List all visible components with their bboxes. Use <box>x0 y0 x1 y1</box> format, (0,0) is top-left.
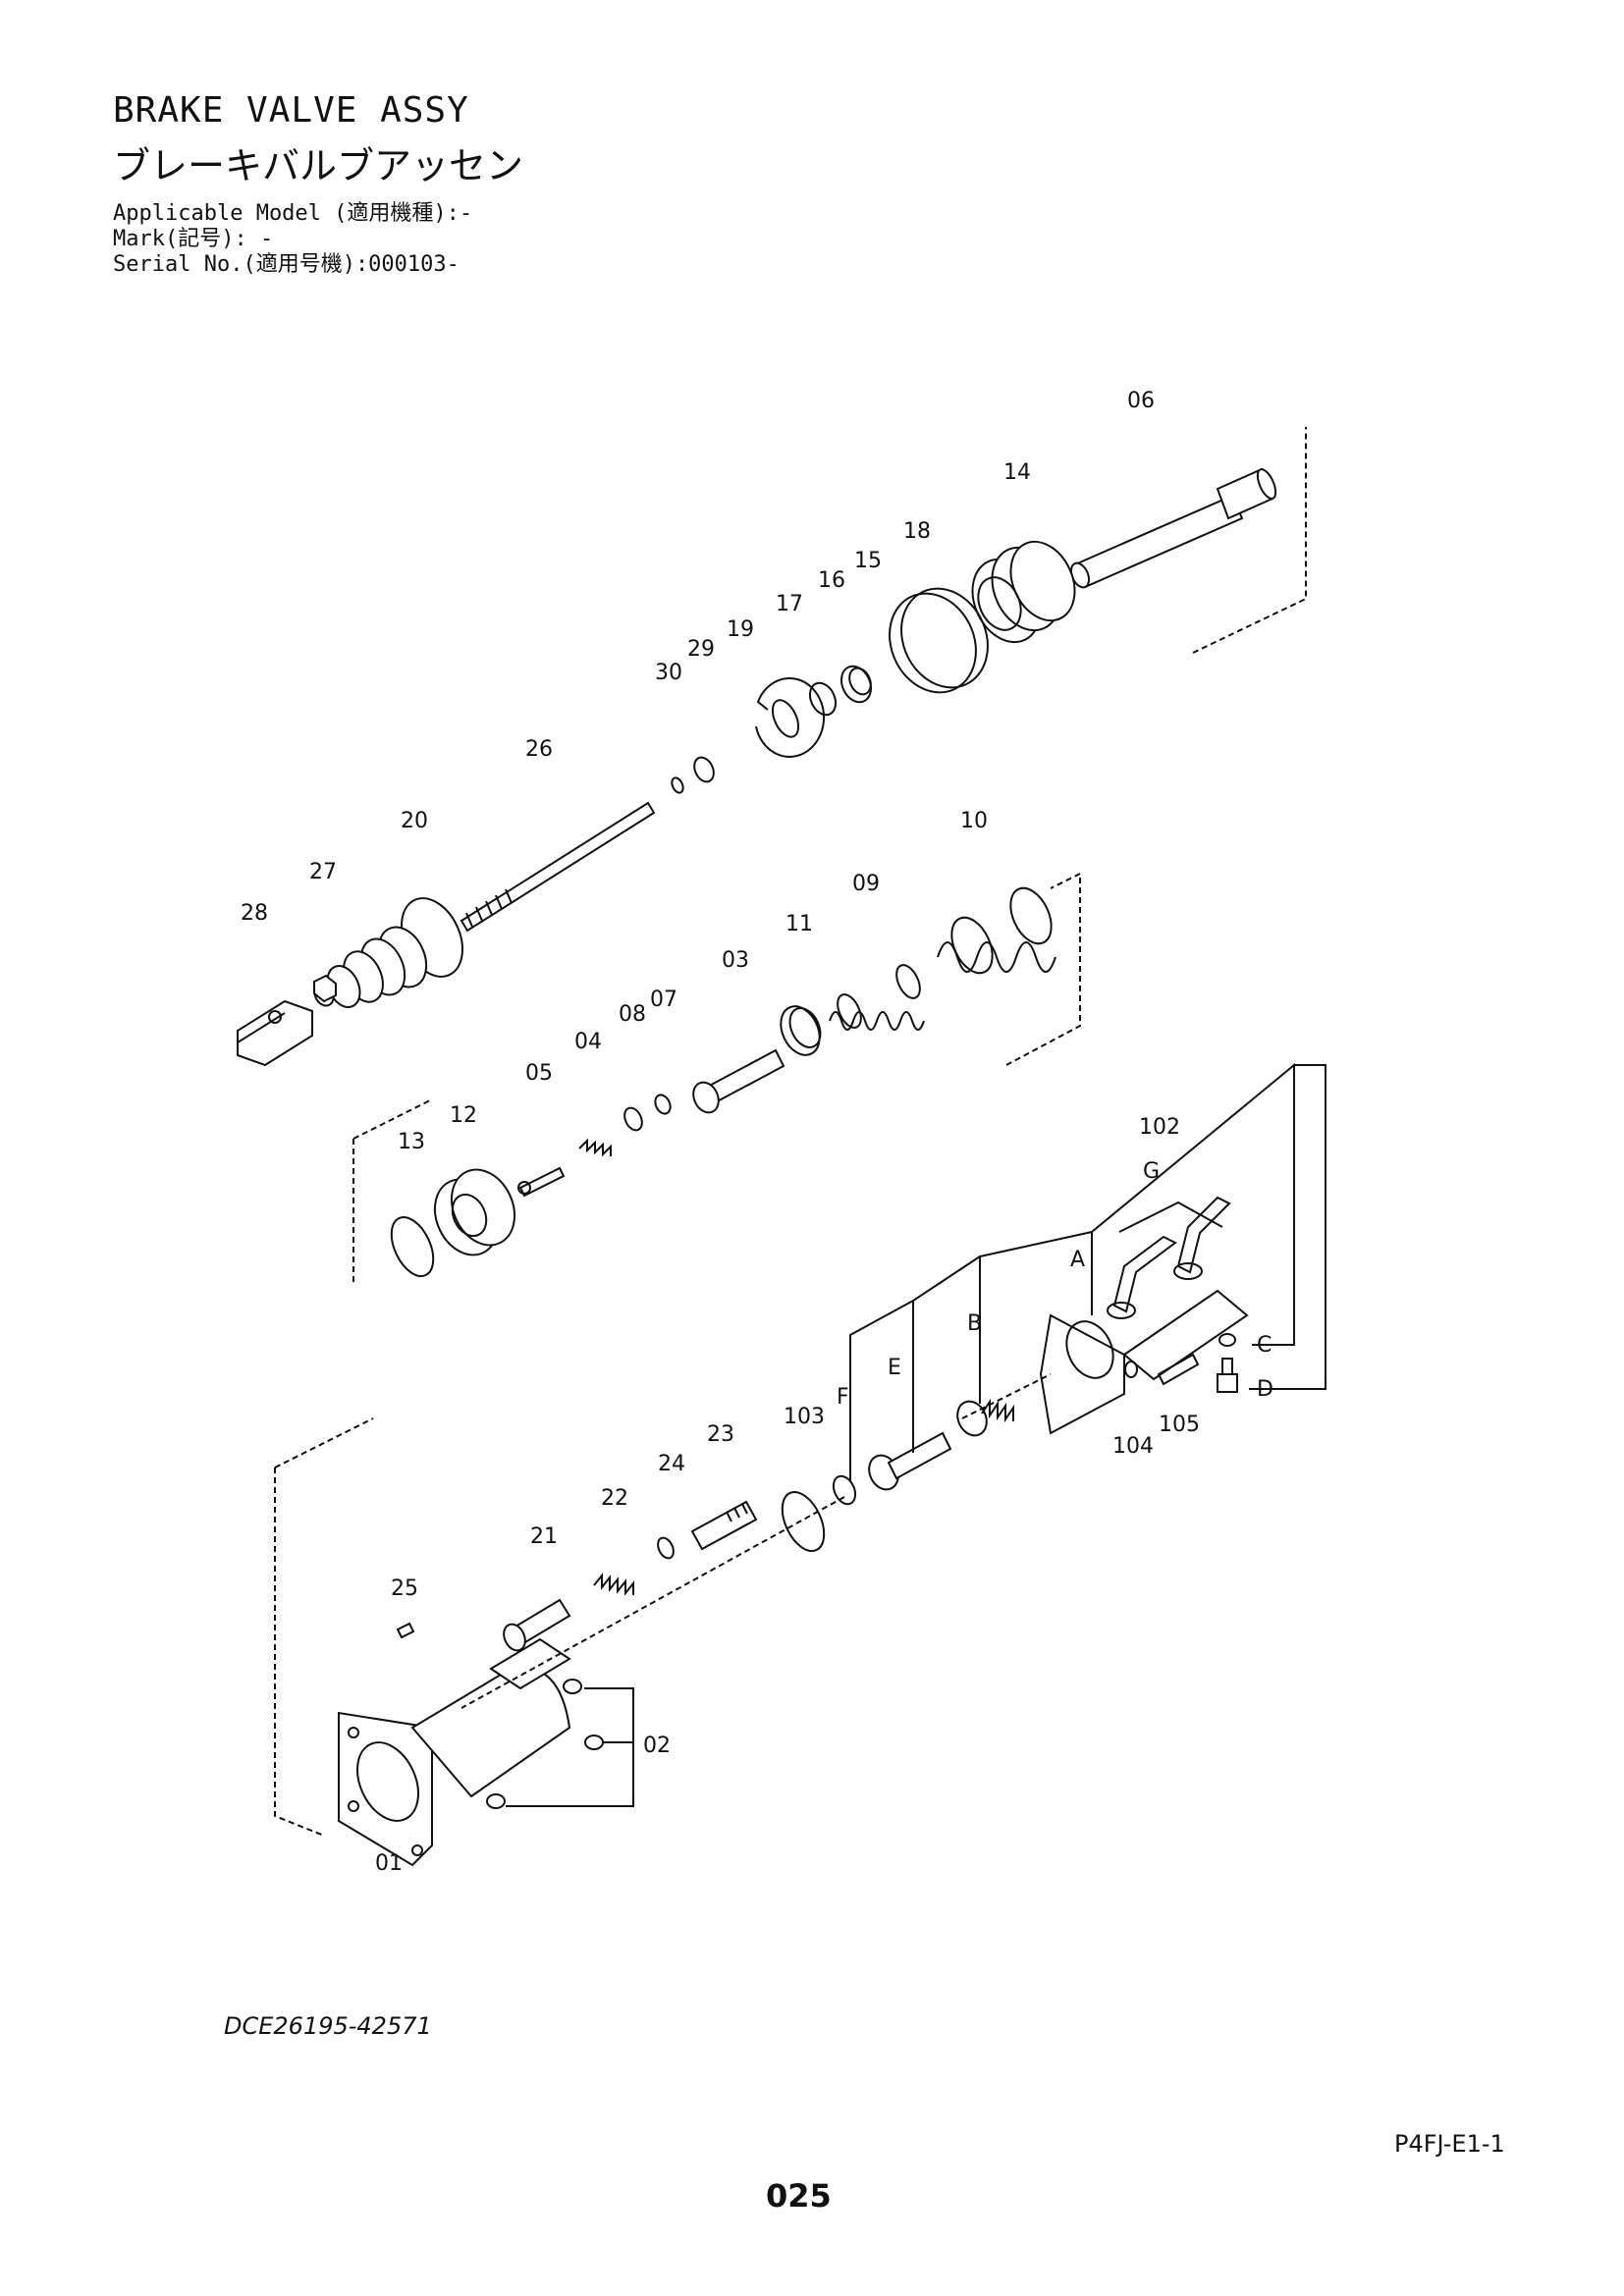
label-27: 27 <box>309 860 337 884</box>
label-23: 23 <box>707 1422 734 1447</box>
label-09: 09 <box>852 872 880 896</box>
label-F: F <box>837 1385 849 1410</box>
pin-05 <box>517 1166 566 1198</box>
label-03: 03 <box>722 948 749 973</box>
page-number: 025 <box>766 2177 832 2215</box>
bolt-D <box>1217 1358 1238 1393</box>
label-104: 104 <box>1112 1434 1154 1459</box>
fittings-G <box>1107 1196 1231 1319</box>
label-A: A <box>1070 1248 1085 1272</box>
label-02: 02 <box>643 1734 671 1758</box>
label-15: 15 <box>854 549 882 573</box>
middle-bracket <box>352 872 1081 1286</box>
label-25: 25 <box>391 1576 418 1601</box>
label-22: 22 <box>601 1486 628 1511</box>
label-04: 04 <box>574 1030 602 1054</box>
disc-103 <box>781 1491 826 1552</box>
disc-13 <box>390 1216 435 1277</box>
plunger-03 <box>692 1048 785 1114</box>
label-G: G <box>1143 1159 1160 1184</box>
spring-22 <box>593 1573 634 1596</box>
valve-housing-01 <box>338 1637 571 1867</box>
label-C: C <box>1257 1333 1272 1358</box>
label-10: 10 <box>960 809 988 833</box>
spring-09 <box>829 964 925 1031</box>
nut-part <box>313 974 337 1003</box>
page-subtitle-japanese: ブレーキバルブアッセン <box>113 144 524 187</box>
small-rings <box>623 1094 672 1132</box>
label-07: 07 <box>650 988 677 1012</box>
label-11: 11 <box>785 912 813 936</box>
label-01: 01 <box>375 1851 403 1876</box>
bracket-lines <box>1192 427 1307 654</box>
cover-A <box>1039 1289 1249 1435</box>
clevis-part <box>237 999 313 1067</box>
label-12: 12 <box>450 1103 477 1128</box>
label-D: D <box>1257 1377 1273 1402</box>
bolt-105 <box>1157 1353 1200 1386</box>
cup-12 <box>433 1168 516 1256</box>
label-24: 24 <box>658 1452 685 1476</box>
ring-104 <box>1124 1361 1138 1378</box>
label-14: 14 <box>1003 460 1031 485</box>
label-102: 102 <box>1139 1115 1180 1140</box>
poppet-23 <box>690 1500 758 1551</box>
mark: Mark(記号): - <box>113 227 274 251</box>
label-30: 30 <box>655 661 682 685</box>
label-05: 05 <box>525 1061 553 1086</box>
label-26: 26 <box>525 737 553 762</box>
label-19: 19 <box>727 617 754 642</box>
label-105: 105 <box>1159 1413 1200 1437</box>
label-E: E <box>888 1356 901 1380</box>
valve-E <box>868 1431 952 1491</box>
washer-C <box>1218 1333 1236 1347</box>
label-08: 08 <box>619 1002 646 1027</box>
label-16: 16 <box>818 568 845 593</box>
snap-ring-F <box>832 1474 857 1506</box>
label-17: 17 <box>776 592 803 616</box>
bottom-leader-lines <box>274 1062 1326 1837</box>
label-13: 13 <box>398 1130 425 1154</box>
plugs-02 <box>486 1679 634 1809</box>
label-21: 21 <box>530 1524 558 1549</box>
label-103: 103 <box>784 1405 825 1429</box>
applicable-model: Applicable Model (適用機種):- <box>113 201 473 226</box>
part-labels: 06 14 18 15 16 17 19 29 30 26 20 27 28 1… <box>241 389 1273 1876</box>
ring-11 <box>780 1005 822 1056</box>
piston-part <box>971 540 1076 644</box>
label-20: 20 <box>401 809 428 833</box>
label-B: B <box>967 1311 982 1336</box>
long-shaft <box>460 801 656 933</box>
ring-24 <box>657 1536 675 1560</box>
spring-04 <box>578 1138 612 1157</box>
page-code: P4FJ-E1-1 <box>1394 2130 1505 2158</box>
document-id: DCE26195-42571 <box>224 2012 432 2040</box>
serial-number: Serial No.(適用号機):000103- <box>113 252 460 277</box>
piston-21 <box>503 1598 571 1652</box>
label-29: 29 <box>687 637 715 662</box>
spring-B <box>956 1398 1014 1437</box>
page-title: BRAKE VALVE ASSY <box>113 90 469 131</box>
spring-10 <box>937 886 1056 975</box>
seal-rings <box>671 587 989 794</box>
label-06: 06 <box>1127 389 1155 413</box>
boot-part <box>313 897 463 1008</box>
rod-part <box>1069 467 1277 589</box>
plug-25 <box>396 1622 415 1639</box>
label-28: 28 <box>241 901 268 926</box>
label-18: 18 <box>903 519 931 544</box>
